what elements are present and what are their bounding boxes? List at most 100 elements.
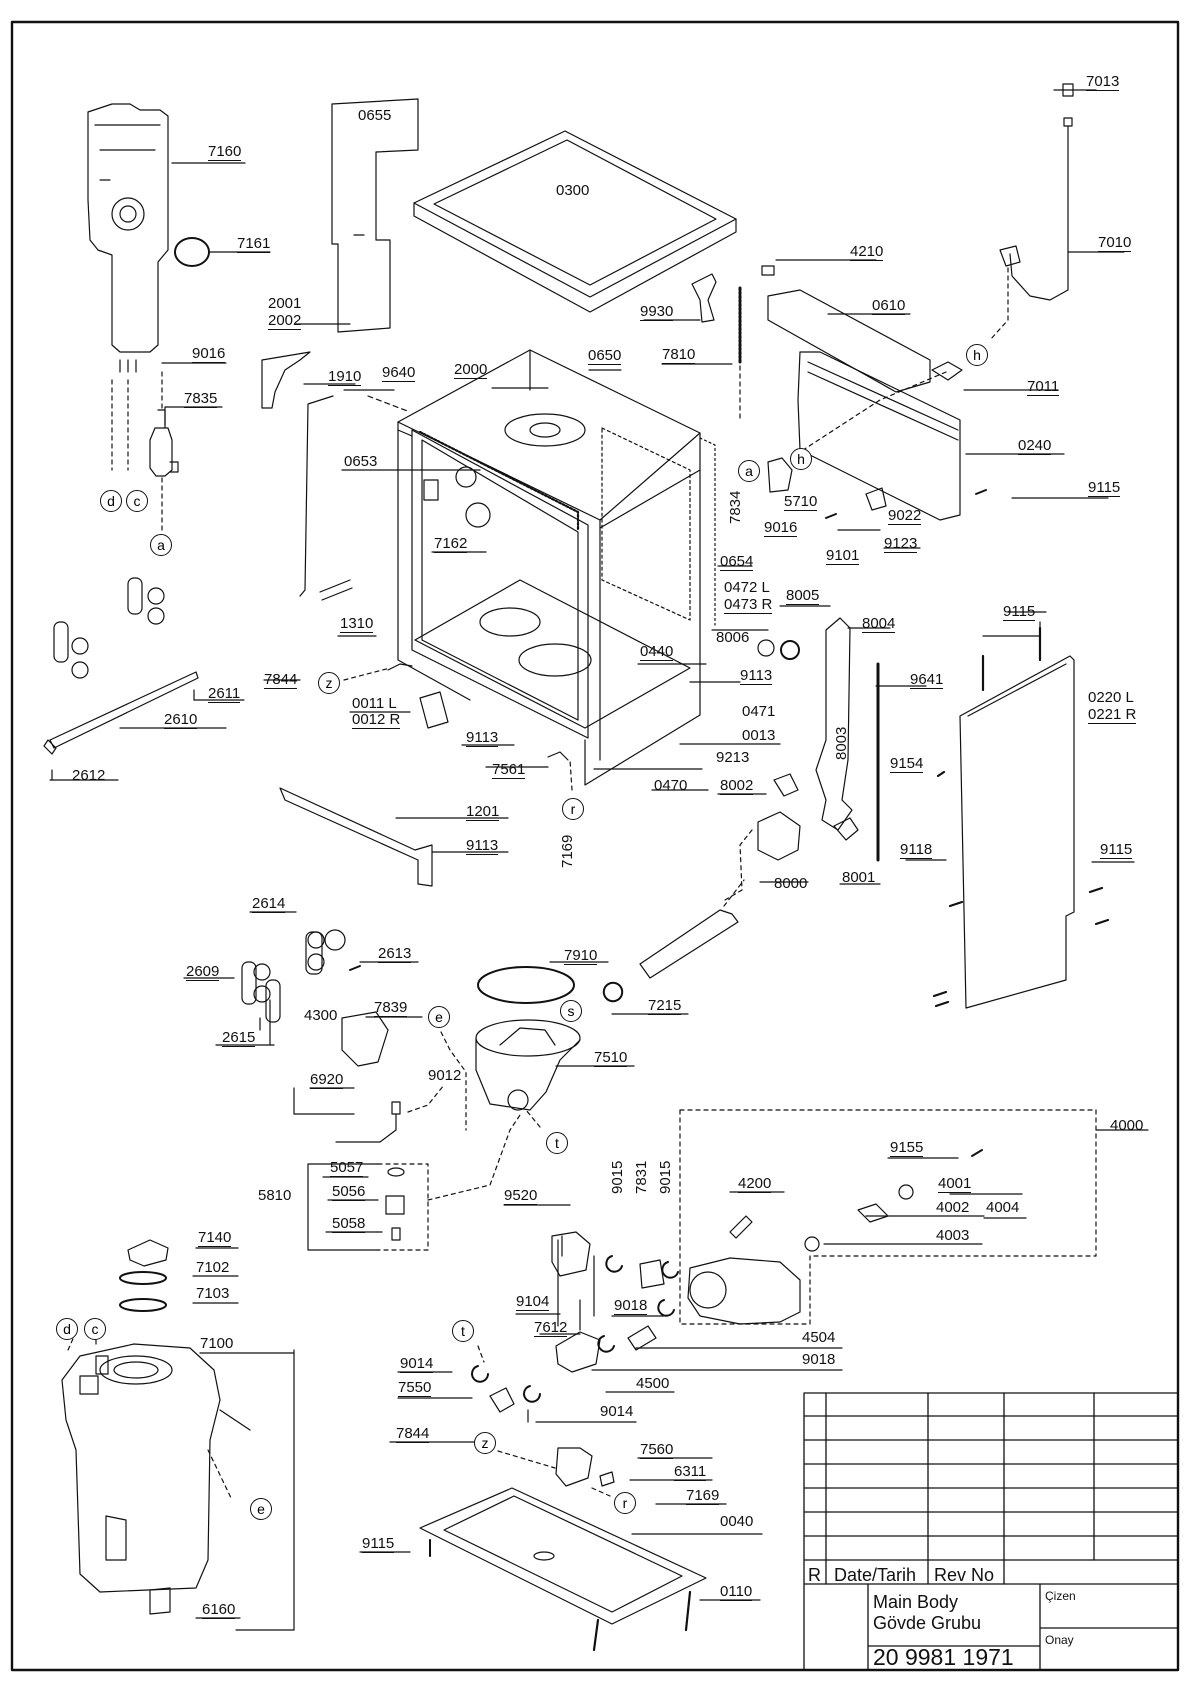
part-label-9123: 9123: [884, 535, 918, 553]
part-4300-box: [341, 1011, 389, 1067]
part-label-9155: 9155: [890, 1139, 924, 1157]
part-8005-ring: [780, 640, 800, 660]
callout-a-right: a: [738, 460, 760, 482]
part-8001-arm: [833, 817, 859, 841]
part-label-8003: 8003: [833, 726, 850, 760]
part-label-0220-l: 0220 L: [1088, 689, 1134, 706]
part-label-4504: 4504: [802, 1329, 836, 1346]
dash-h: [799, 371, 947, 453]
part-7550-elbow: [489, 1387, 515, 1413]
part-label-9115-d: 9115: [362, 1535, 395, 1553]
part-label-7831: 7831: [633, 1160, 650, 1194]
part-label-7010: 7010: [1098, 234, 1132, 252]
part-label-2002: 2002: [268, 312, 302, 330]
wheel-set-lower: [241, 929, 361, 1023]
part-label-5810: 5810: [258, 1187, 292, 1204]
part-label-7013: 7013: [1086, 73, 1120, 91]
part-7510-sump: [475, 1019, 581, 1111]
part-label-9113-b: 9113: [466, 729, 499, 747]
dash-t-upper: [525, 1109, 541, 1128]
dash-7010: [989, 267, 1009, 341]
callout-z-lower: z: [474, 1432, 496, 1454]
part-label-7162: 7162: [434, 535, 468, 553]
part-label-0012-r: 0012 R: [352, 711, 401, 729]
part-label-4002: 4002: [936, 1199, 970, 1216]
part-7612-nozzle: [555, 1331, 601, 1373]
bracket-9115-top: [982, 621, 1041, 637]
part-label-9115-b: 9115: [1003, 603, 1036, 621]
part-7011-bracket: [931, 361, 963, 381]
part-label-7160: 7160: [208, 143, 242, 161]
part-label-1910: 1910: [328, 368, 362, 386]
dash-7215: [723, 879, 745, 907]
callout-e-upper: e: [428, 1006, 450, 1028]
part-label-9016-b: 9016: [764, 519, 798, 537]
title-block-title-en: Main Body: [873, 1592, 959, 1612]
part-label-9101: 9101: [826, 547, 860, 565]
part-label-8000: 8000: [774, 875, 808, 892]
part-label-4200: 4200: [738, 1175, 772, 1193]
part-label-7102: 7102: [196, 1259, 230, 1276]
part-7010-hose: [999, 83, 1074, 301]
part-label-6160: 6160: [202, 1601, 236, 1619]
part-5057: [387, 1167, 405, 1177]
part-2000-tub: [397, 349, 701, 786]
part-0011-bracket: [419, 691, 449, 729]
part-label-0472-l: 0472 L: [724, 579, 770, 596]
part-label-7835: 7835: [184, 390, 218, 408]
callout-t-upper: t: [546, 1132, 568, 1154]
dash-6920: [407, 1084, 445, 1113]
part-7100-tank: [61, 1343, 251, 1593]
part-label-9930: 9930: [640, 303, 674, 321]
part-label-9104: 9104: [516, 1293, 550, 1311]
title-block-title-tr: Gövde Grubu: [873, 1613, 982, 1633]
panel-rails: [807, 361, 959, 441]
part-label-7510: 7510: [594, 1049, 628, 1067]
part-label-9113-a: 9113: [740, 667, 773, 685]
part-6160-connector: [149, 1587, 171, 1615]
part-label-7100: 7100: [200, 1335, 234, 1352]
title-block-date-label: Date/Tarih: [834, 1565, 917, 1585]
part-7102-seal: [119, 1271, 167, 1285]
part-4500-motor: [687, 1257, 801, 1325]
part-label-8004: 8004: [862, 615, 896, 633]
part-label-7140: 7140: [198, 1229, 232, 1247]
part-9018-clamps: [597, 1255, 679, 1353]
part-label-2610: 2610: [164, 711, 198, 729]
group-5810: [307, 1163, 379, 1251]
part-label-7839: 7839: [374, 999, 408, 1017]
part-label-9113-c: 9113: [466, 837, 499, 855]
part-label-9115-c: 9115: [1100, 841, 1133, 859]
part-label-0300: 0300: [556, 182, 590, 199]
part-label-0655: 0655: [358, 107, 392, 124]
part-label-6311: 6311: [674, 1463, 707, 1481]
part-label-0440: 0440: [640, 643, 674, 661]
part-7140-filter: [127, 1239, 169, 1267]
part-label-1310: 1310: [340, 615, 374, 633]
part-0240-panel: [797, 351, 961, 521]
part-label-7103: 7103: [196, 1285, 230, 1302]
part-label-4000: 4000: [1110, 1117, 1144, 1134]
part-label-7810: 7810: [662, 346, 696, 364]
part-7560-valve: [555, 1447, 593, 1487]
part-7910-gasket: [477, 966, 575, 1004]
part-4001-4003: [804, 1184, 914, 1252]
part-8000-pump: [757, 811, 801, 861]
callout-z-upper: z: [318, 672, 340, 694]
part-7103-seal: [119, 1298, 167, 1312]
part-label-0040: 0040: [720, 1513, 754, 1530]
group-5810-dashbox: [377, 1163, 429, 1251]
part-label-0013: 0013: [742, 727, 776, 744]
part-7215-spring: [602, 981, 624, 1003]
part-label-4001: 4001: [938, 1175, 972, 1193]
part-5058: [391, 1227, 401, 1241]
callout-c-upper: c: [126, 490, 148, 512]
part-8002-cap: [773, 773, 799, 797]
part-7831-tube: [639, 1259, 665, 1289]
callout-r-upper: r: [562, 798, 584, 820]
dash-8000: [724, 829, 753, 901]
part-label-0654: 0654: [720, 553, 754, 571]
part-label-7910: 7910: [564, 947, 598, 965]
part-9640-dash: [367, 395, 411, 413]
part-label-6920: 6920: [310, 1071, 344, 1089]
